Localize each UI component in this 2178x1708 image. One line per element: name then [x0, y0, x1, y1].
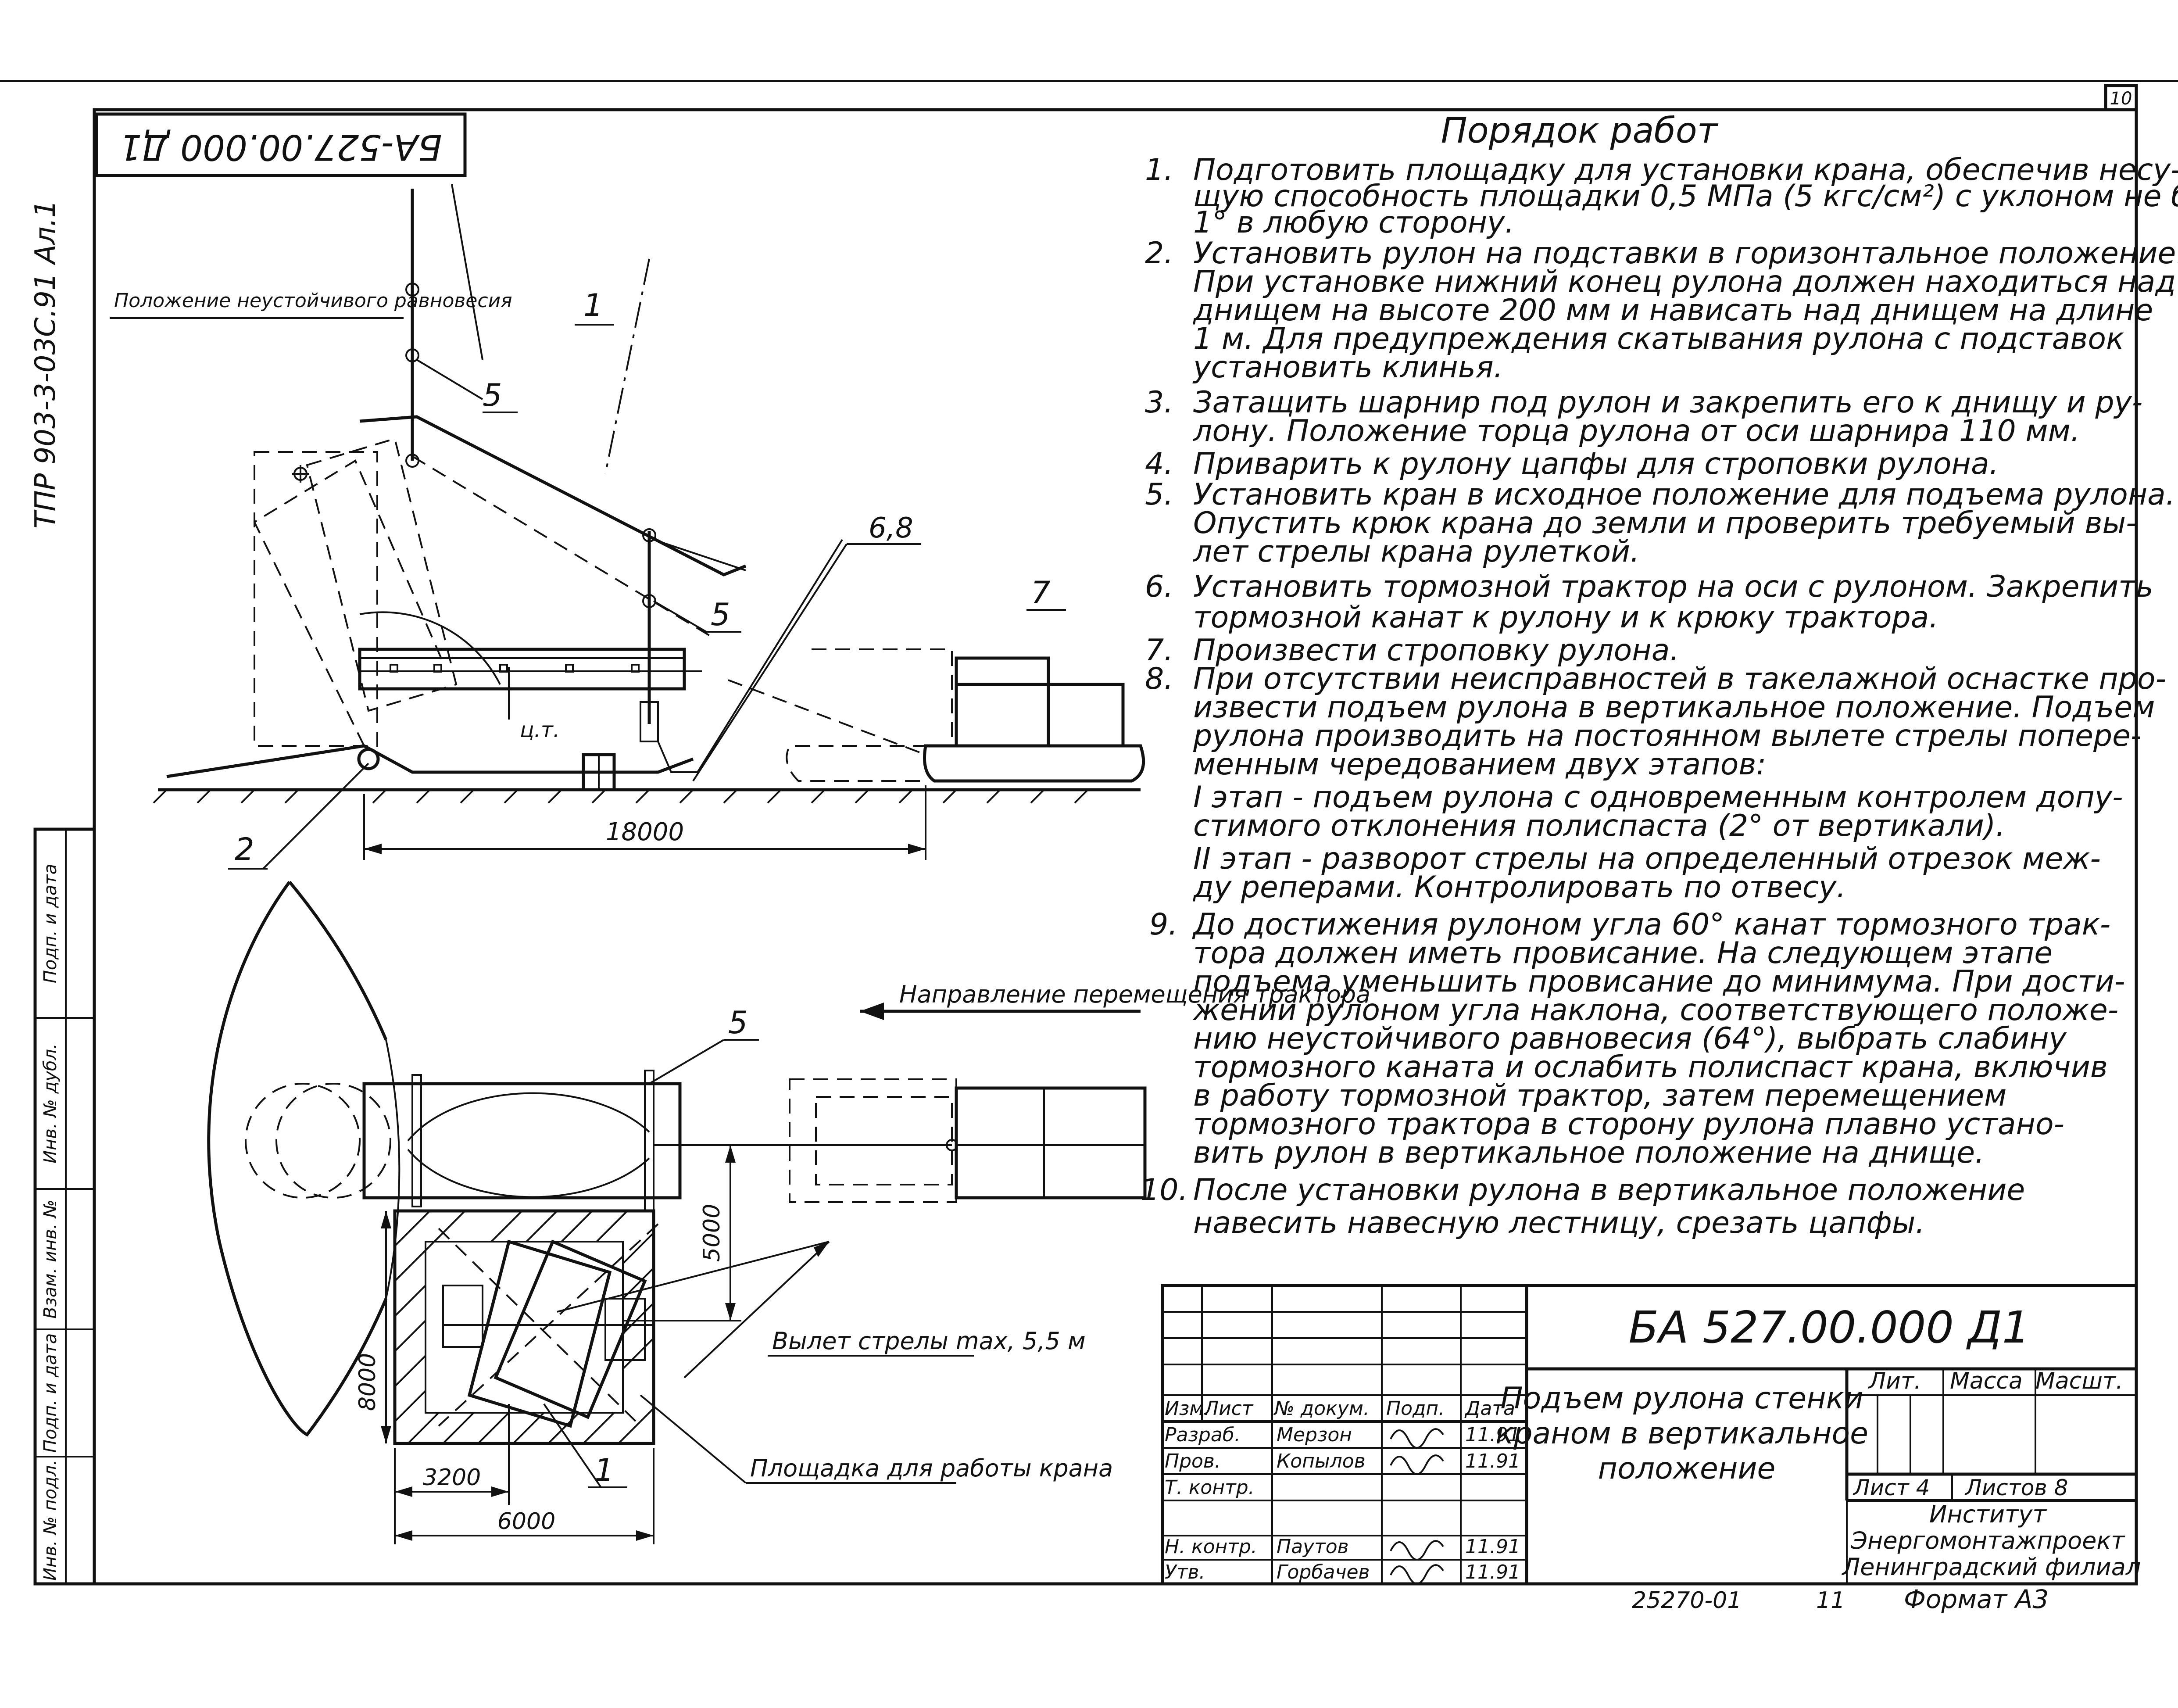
- callout-5-plan: 5: [728, 1005, 748, 1041]
- row-nkontr-name: Паутов: [1277, 1536, 1349, 1558]
- center-of-gravity-label: ц.т.: [520, 718, 560, 742]
- dimension-18000: 18000: [606, 818, 684, 846]
- side-col-vzam-inv: Взам. инв. №: [40, 1200, 61, 1319]
- callout-7: 7: [1031, 575, 1051, 611]
- dimension-8000: 8000: [354, 1353, 381, 1411]
- callout-5-mid: 5: [711, 597, 730, 633]
- row-prov-role: Пров.: [1165, 1450, 1221, 1472]
- notes-title: Порядок работ: [1441, 110, 1719, 151]
- note-3: 3. Затащить шарнир под рулон и закрепить…: [1145, 385, 2152, 448]
- doc-code: БА 527.00.000 Д1: [1629, 1302, 2030, 1353]
- row-utv-role: Утв.: [1165, 1561, 1205, 1583]
- elevation-view: ц.т. 18000 Положение неусто: [110, 184, 1145, 870]
- work-procedure-notes: Порядок работ 1. Подготовить площадку дл…: [1141, 110, 2178, 1240]
- side-col-podp-data-2: Подп. и дата: [40, 864, 61, 983]
- plan-view: Направление перемещения трактора: [207, 881, 1370, 1544]
- sheet-number: 10: [2110, 89, 2132, 109]
- bottom-code: 25270-01: [1632, 1587, 1742, 1614]
- sheets-label: Листов 8: [1964, 1475, 2068, 1500]
- unstable-position-label: Положение неустойчивого равновесия: [114, 290, 512, 312]
- crane-pad-label: Площадка для работы крана: [750, 1454, 1113, 1482]
- format-label: Формат А3: [1904, 1584, 2049, 1614]
- hdr-ndoc: № докум.: [1273, 1397, 1370, 1420]
- row-utv-date: 11.91: [1465, 1561, 1520, 1583]
- callout-6-8: 6,8: [869, 512, 913, 544]
- callout-1-top: 1: [583, 287, 603, 323]
- title-block: БА 527.00.000 Д1 Изм. Лист № докум. Подп…: [1161, 1284, 2141, 1614]
- hdr-podp: Подп.: [1386, 1397, 1445, 1420]
- dimension-3200: 3200: [423, 1465, 481, 1491]
- note-5: 5. Установить кран в исходное положение …: [1145, 477, 2178, 569]
- row-razrab-date: 11.91: [1465, 1424, 1520, 1446]
- row-tkontr-role: Т. контр.: [1165, 1476, 1255, 1499]
- signature-marks: [1390, 1428, 1444, 1585]
- rotated-doc-code: БА-527.00.000 Д1: [119, 127, 442, 168]
- callout-1-plan: 1: [594, 1452, 614, 1488]
- tractor-direction-label: Направление перемещения трактора: [899, 981, 1370, 1008]
- bottom-num: 11: [1816, 1587, 1845, 1614]
- dimension-5000: 5000: [699, 1204, 725, 1262]
- note-2: 2. Установить рулон на подставки в гориз…: [1145, 236, 2178, 385]
- note-8: 8. При отсутствии неисправностей в такел…: [1145, 662, 2176, 905]
- hdr-data: Дата: [1464, 1397, 1515, 1420]
- callout-5-top: 5: [483, 377, 502, 413]
- sheet-label: Лист 4: [1853, 1475, 1930, 1500]
- side-col-inv-dubl: Инв. № дубл.: [40, 1043, 61, 1164]
- note-1: 1. Подготовить площадку для установки кр…: [1145, 153, 2178, 240]
- note-10: 10. После установки рулона в вертикально…: [1141, 1173, 2035, 1240]
- row-razrab-name: Мерзон: [1277, 1424, 1352, 1446]
- mass-label: Масса: [1950, 1368, 2023, 1394]
- note-9: 9. До достижения рулоном угла 60° канат …: [1149, 907, 2135, 1170]
- side-doc-code: ТПР 903-3-03С.91 Ал.1: [29, 200, 62, 528]
- row-nkontr-role: Н. контр.: [1165, 1536, 1257, 1558]
- note-4: 4. Приварить к рулону цапфы для строповк…: [1145, 447, 1999, 481]
- rotated-code-box: БА-527.00.000 Д1: [95, 112, 467, 177]
- row-razrab-role: Разраб.: [1165, 1424, 1241, 1446]
- boom-reach-label: Вылет стрелы max, 5,5 м: [772, 1327, 1086, 1355]
- callout-2: 2: [235, 831, 254, 867]
- scale-label: Масшт.: [2035, 1368, 2123, 1394]
- drawing-title: Подъем рулона стенки краном в вертикальн…: [1495, 1381, 1878, 1486]
- side-col-podp-data-1: Подп. и дата: [40, 1333, 61, 1453]
- row-prov-name: Копылов: [1277, 1450, 1366, 1472]
- side-col-inv-podl: Инв. № подл.: [40, 1460, 61, 1581]
- lit-label: Лит.: [1868, 1368, 1921, 1394]
- organization: Институт Энергомонтажпроект Ленинградски…: [1842, 1500, 2141, 1581]
- hdr-list: Лист: [1203, 1397, 1254, 1420]
- row-nkontr-date: 11.91: [1465, 1536, 1520, 1558]
- hdr-izm: Изм.: [1165, 1397, 1210, 1420]
- row-prov-date: 11.91: [1465, 1450, 1520, 1472]
- note-6: 6. Установить тормозной трактор на оси с…: [1145, 569, 2163, 635]
- note-7: 7. Произвести строповку рулона.: [1145, 633, 1679, 668]
- side-stamp: Инв. № подл. Подп. и дата Взам. инв. № И…: [33, 827, 96, 1586]
- dimension-6000: 6000: [497, 1508, 555, 1535]
- row-utv-name: Горбачев: [1277, 1561, 1370, 1583]
